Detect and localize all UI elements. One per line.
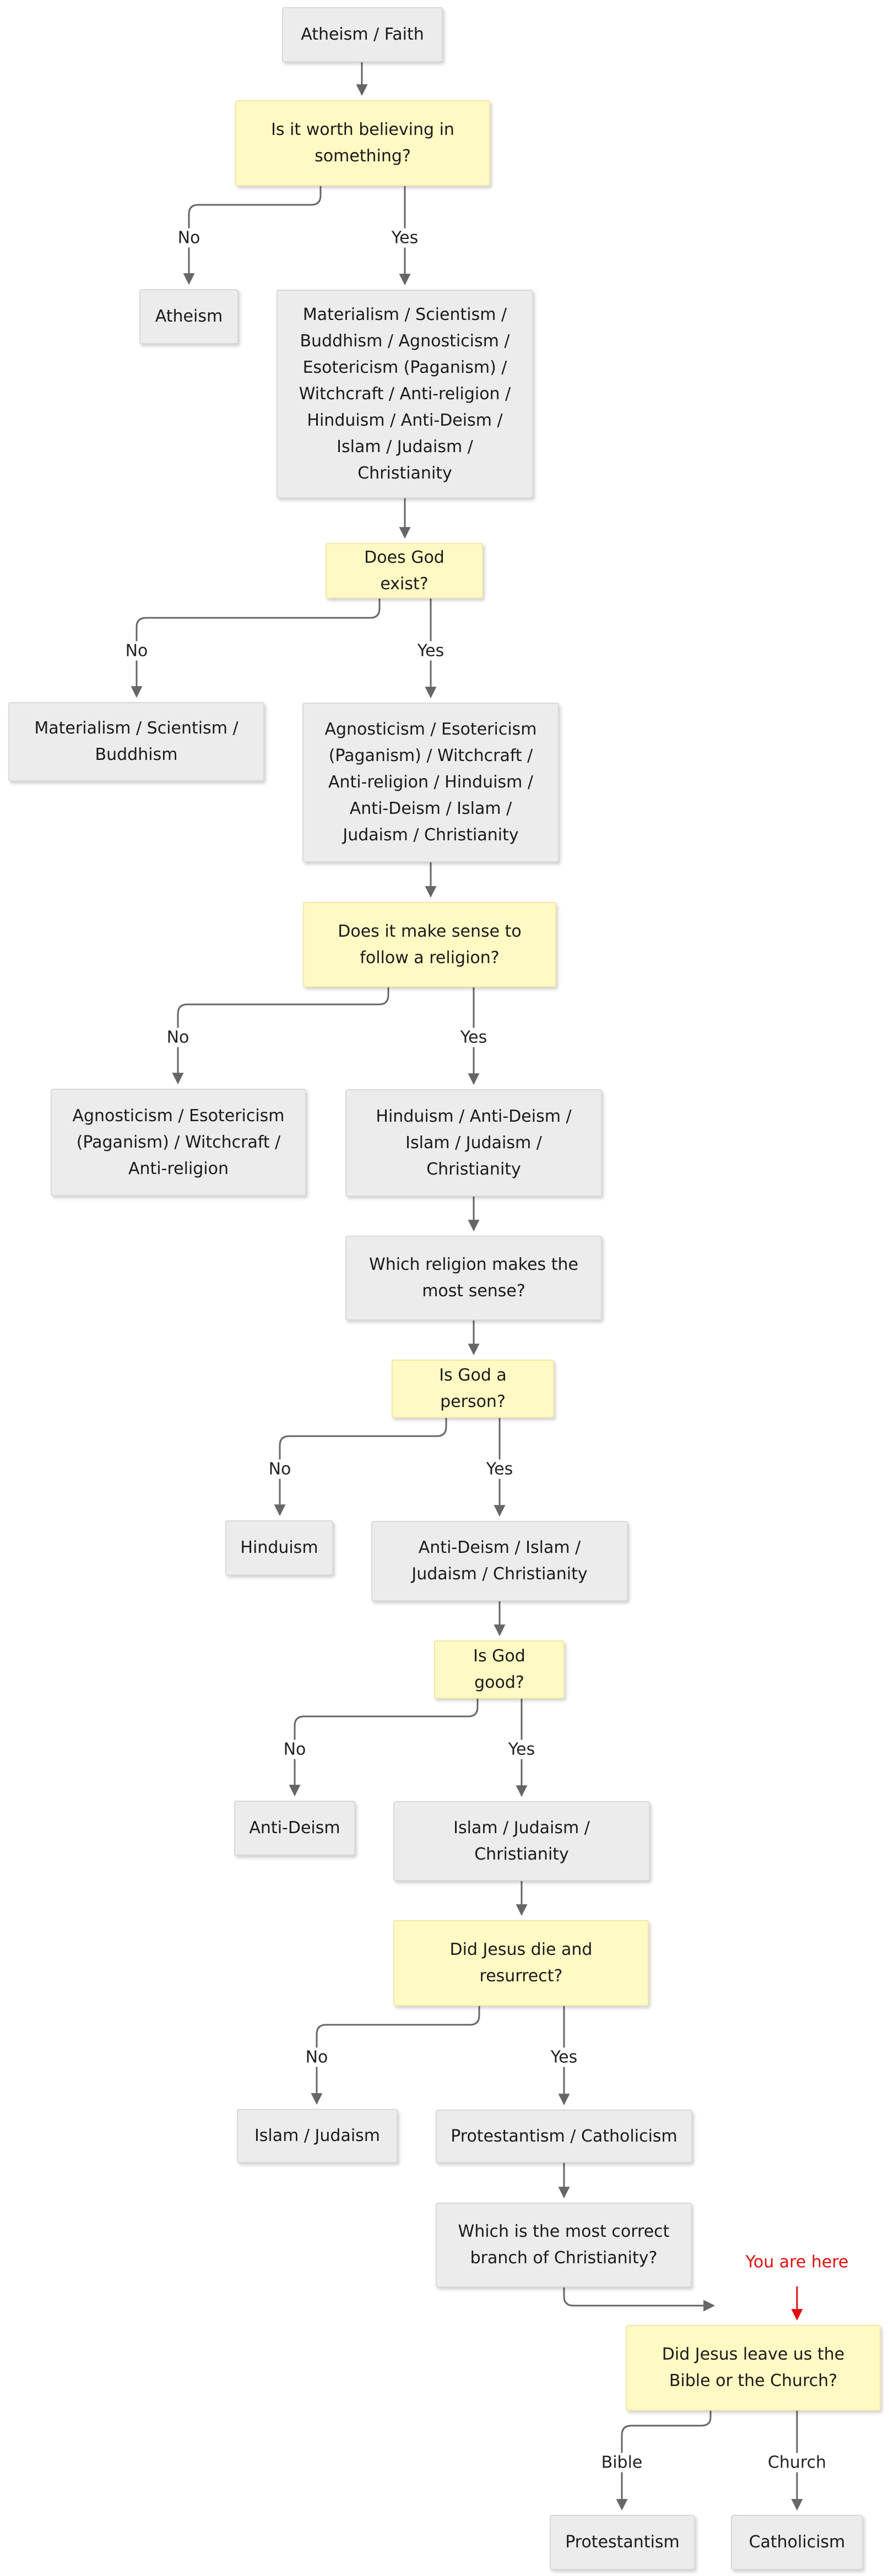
label-church: Church — [765, 2453, 829, 2472]
label-no: No — [303, 2047, 330, 2067]
node-question-good: Is God good? — [434, 1640, 565, 1699]
node-islam-judaism: Islam / Judaism — [237, 2109, 398, 2163]
node-question-jesus: Did Jesus die and resurrect? — [393, 1920, 649, 2006]
you-are-here-label: You are here — [745, 2252, 849, 2272]
node-which-branch: Which is the most correct branch of Chri… — [436, 2203, 692, 2287]
label-no: No — [123, 641, 150, 661]
node-atheism: Atheism — [139, 289, 238, 344]
label-bible: Bible — [599, 2453, 645, 2472]
label-yes: Yes — [389, 228, 421, 248]
edge-godexist-no — [131, 599, 381, 698]
label-yes: Yes — [458, 1028, 490, 1047]
node-start: Atheism / Faith — [282, 7, 443, 62]
edge-branch-to-bible — [563, 2287, 715, 2312]
edge-religion-no — [172, 987, 389, 1085]
label-yes: Yes — [548, 2047, 580, 2067]
node-christian: Protestantism / Catholicism — [436, 2110, 692, 2163]
node-antideism: Anti-Deism — [234, 1801, 355, 1856]
node-materialism: Materialism / Scientism / Buddhism — [8, 702, 264, 781]
label-no: No — [266, 1459, 294, 1479]
node-agnosticism: Agnosticism / Esotericism (Paganism) / W… — [51, 1089, 306, 1196]
node-hinduism: Hinduism — [225, 1520, 333, 1575]
node-all-beliefs: Materialism / Scientism / Buddhism / Agn… — [277, 290, 533, 498]
label-yes: Yes — [506, 1740, 538, 1759]
node-question-person: Is God a person? — [392, 1360, 554, 1418]
node-theists: Agnosticism / Esotericism (Paganism) / W… — [302, 703, 559, 862]
label-no: No — [164, 1028, 192, 1047]
node-question-religion: Does it make sense to follow a religion? — [303, 902, 556, 987]
node-question-worth: Is it worth believing in something? — [235, 100, 490, 186]
node-question-bible-or-church: Did Jesus leave us the Bible or the Chur… — [626, 2325, 881, 2411]
edge-person-no — [274, 1418, 447, 1517]
label-yes: Yes — [484, 1459, 516, 1479]
node-personal-god: Anti-Deism / Islam / Judaism / Christian… — [371, 1521, 628, 1601]
label-no: No — [175, 228, 203, 248]
label-yes: Yes — [415, 641, 447, 661]
node-catholicism: Catholicism — [731, 2515, 863, 2570]
node-protestantism: Protestantism — [550, 2515, 695, 2570]
edge-jesus-no — [311, 2006, 480, 2105]
edge-worth-no — [183, 186, 322, 285]
node-religions: Hinduism / Anti-Deism / Islam / Judaism … — [345, 1089, 602, 1197]
node-abrahamic: Islam / Judaism / Christianity — [393, 1801, 650, 1881]
edge-bible-no — [616, 2411, 712, 2511]
edge-good-no — [289, 1699, 479, 1797]
node-which-religion: Which religion makes the most sense? — [345, 1236, 602, 1320]
node-question-god-exist: Does God exist? — [326, 543, 483, 599]
label-no: No — [281, 1740, 308, 1759]
